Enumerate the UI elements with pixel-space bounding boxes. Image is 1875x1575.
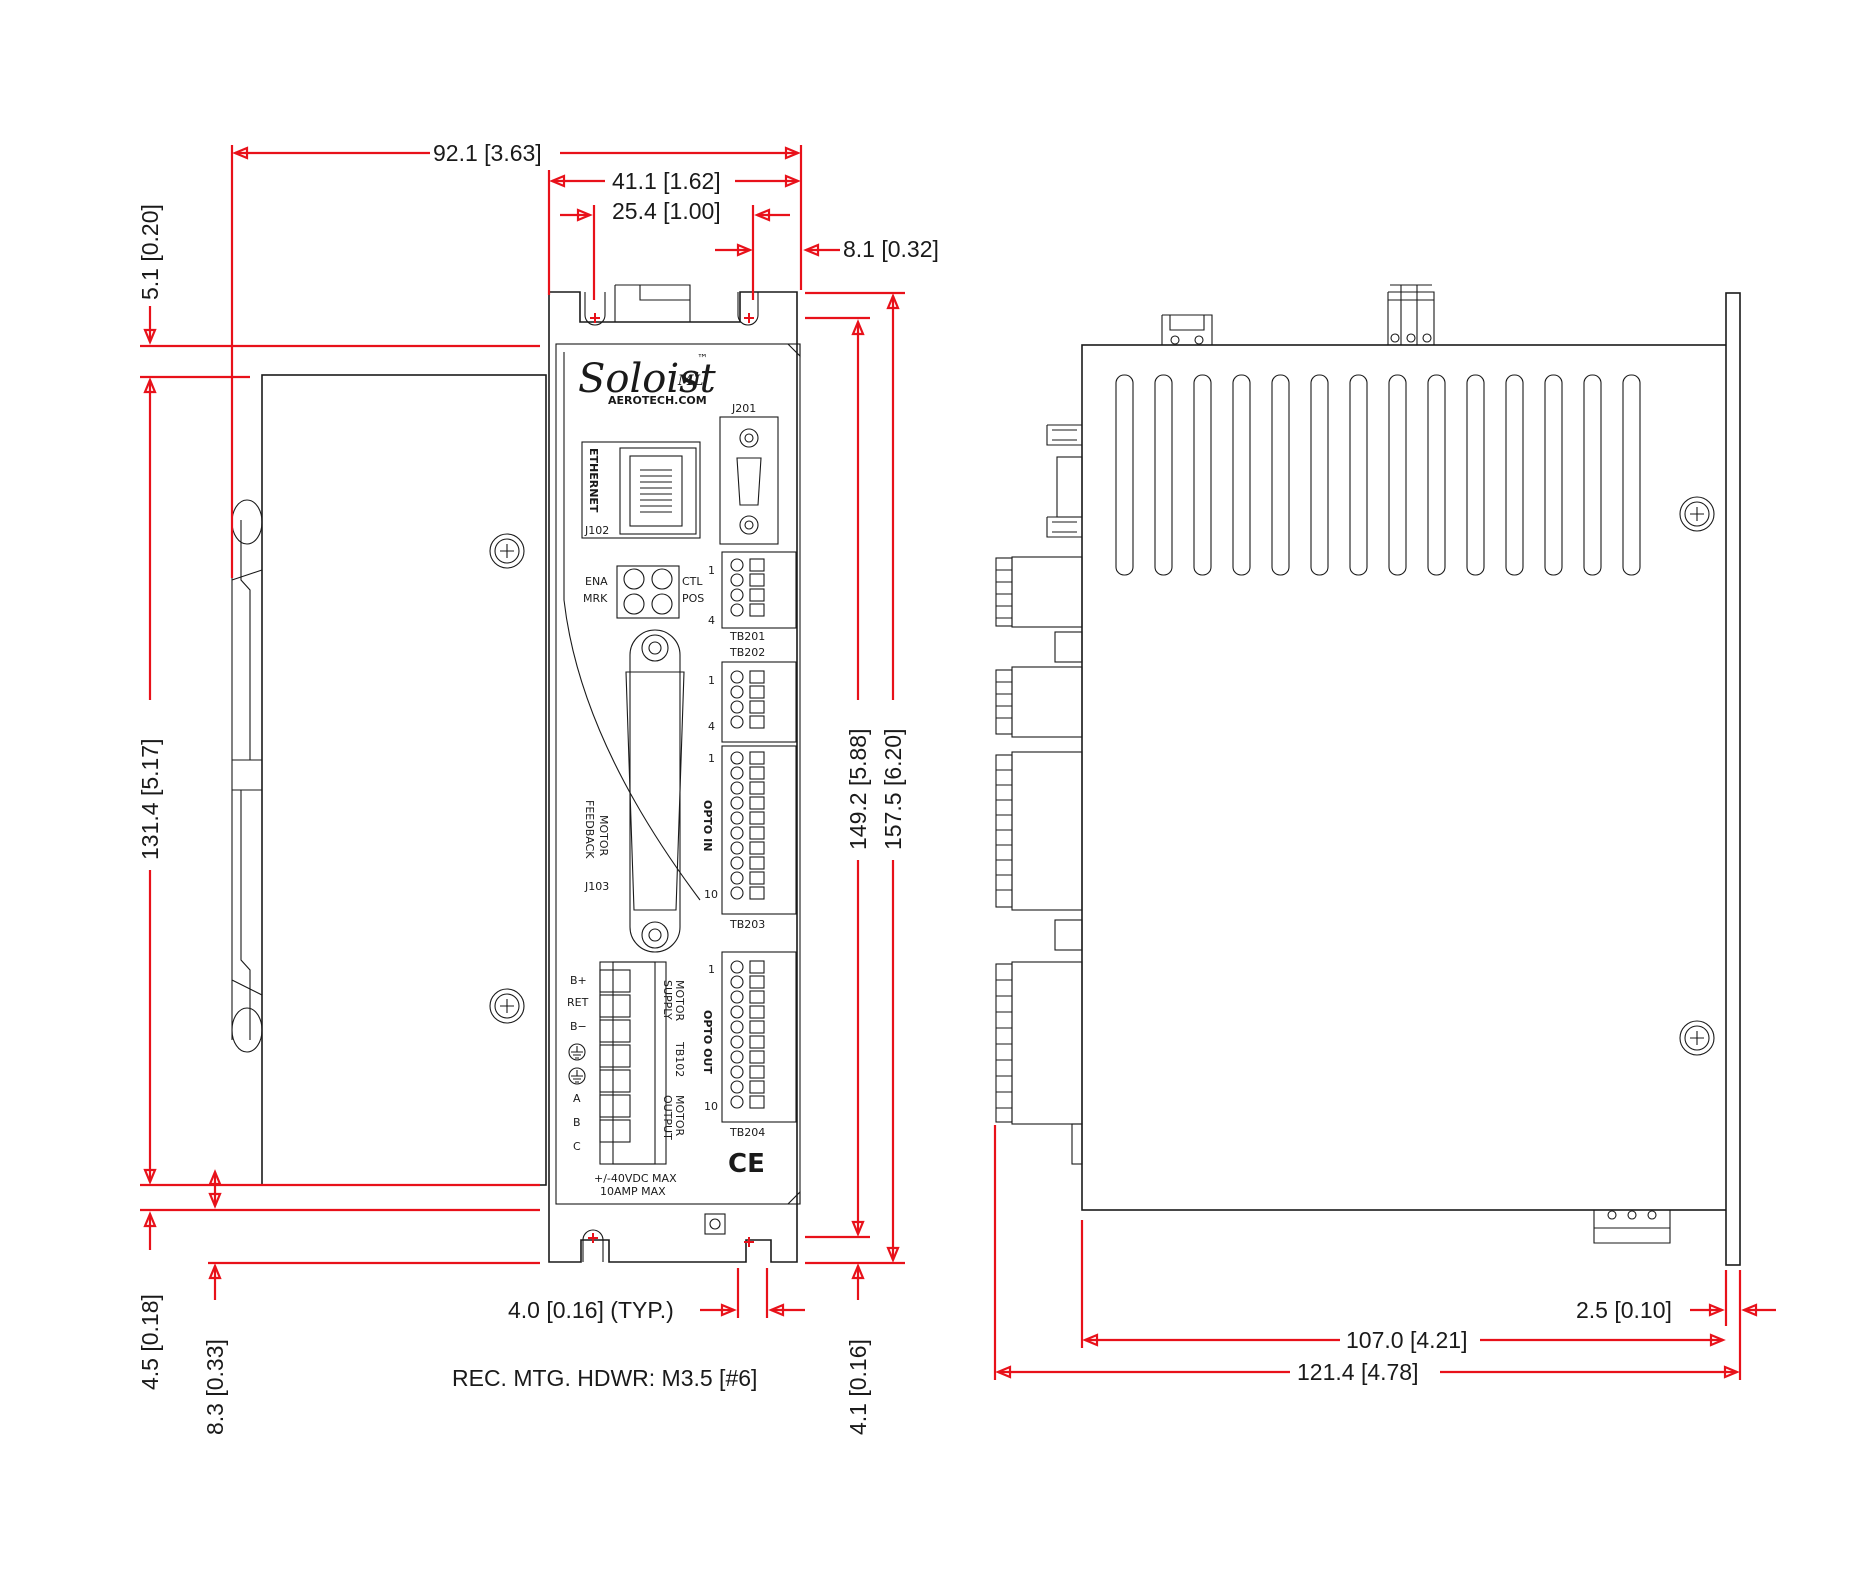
j102-label: J102 <box>584 524 609 537</box>
j103-connector: MOTOR FEEDBACK J103 <box>583 629 685 953</box>
status-led-block: ENA MRK CTL POS <box>583 565 704 619</box>
motor-supply-label-2: SUPPLY <box>661 980 674 1020</box>
mount-slot-icon <box>737 292 759 326</box>
pin-4-label: 4 <box>708 720 715 733</box>
dim-bottom-flange: 8.3 [0.33] <box>202 1339 228 1435</box>
rating-label-2: 10AMP MAX <box>600 1185 666 1198</box>
b-label: B <box>573 1116 581 1129</box>
ground-icon <box>568 1067 586 1085</box>
ena-label: ENA <box>585 575 608 588</box>
dimension-lines <box>140 145 1776 1380</box>
trademark: ™ <box>697 352 708 365</box>
dim-slot-depth: 4.1 [0.16] <box>845 1339 871 1435</box>
dim-overall-height: 157.5 [6.20] <box>880 729 906 851</box>
side-view <box>995 284 1741 1266</box>
mount-slot-icon <box>584 292 606 326</box>
tb202-terminal: TB202 1 4 <box>708 646 797 743</box>
j201-label: J201 <box>731 402 756 415</box>
brand-logo: Soloist <box>578 356 717 402</box>
pin-1-label: 1 <box>708 674 715 687</box>
j103-label: J103 <box>584 880 609 893</box>
opto-out-label: OPTO OUT <box>701 1010 714 1074</box>
mount-slot-icon <box>582 1229 604 1262</box>
dim-top-offset: 5.1 [0.20] <box>137 204 163 300</box>
dim-bottom-offset: 4.5 [0.18] <box>137 1294 163 1390</box>
dim-overall-width: 92.1 [3.63] <box>433 140 542 166</box>
dim-side-overall: 121.4 [4.78] <box>1297 1359 1419 1385</box>
ctl-label: CTL <box>682 575 703 588</box>
screw-icon <box>1679 496 1715 532</box>
tb201-terminal: 1 4 TB201 <box>708 551 797 643</box>
ethernet-label: ETHERNET <box>587 448 600 513</box>
dim-hole-spacing: 25.4 [1.00] <box>612 198 721 224</box>
dim-hole-to-hole: 149.2 [5.88] <box>845 729 871 851</box>
dim-flange-thickness: 2.5 [0.10] <box>1576 1297 1672 1323</box>
dim-edge-offset: 8.1 [0.32] <box>843 236 939 262</box>
hardware-note: REC. MTG. HDWR: M3.5 [#6] <box>452 1365 757 1391</box>
dim-side-depth: 107.0 [4.21] <box>1346 1327 1468 1353</box>
pin-10-label: 10 <box>704 888 718 901</box>
brand-suffix: ML <box>677 373 703 389</box>
tb202-label: TB202 <box>729 646 765 659</box>
motor-output-label-2: OUTPUT <box>661 1095 674 1140</box>
ret-label: RET <box>567 996 589 1009</box>
front-side-profile <box>231 374 547 1186</box>
motor-output-label-1: MOTOR <box>673 1095 686 1137</box>
dim-mount-width: 41.1 [1.62] <box>612 168 721 194</box>
pin-1-label: 1 <box>708 752 715 765</box>
tb203-label: TB203 <box>729 918 765 931</box>
tb204-label: TB204 <box>729 1126 765 1139</box>
opto-in-label: OPTO IN <box>701 800 714 851</box>
dim-body-height: 131.4 [5.17] <box>137 739 163 861</box>
pin-1-label: 1 <box>708 963 715 976</box>
dim-slot-width: 4.0 [0.16] (TYP.) <box>508 1297 674 1323</box>
rating-label-1: +/-40VDC MAX <box>594 1172 677 1185</box>
tb203-terminal: 1 10 OPTO IN TB203 <box>701 745 797 931</box>
a-label: A <box>573 1092 581 1105</box>
pin-10-label: 10 <box>704 1100 718 1113</box>
motor-feedback-label-1: MOTOR <box>597 815 610 857</box>
tb204-terminal: 1 10 OPTO OUT TB204 <box>701 951 797 1139</box>
tb102-terminal: B+ RET B− A B C MOTOR SUPPLY TB102 MOTOR… <box>567 961 686 1198</box>
dimension-labels: 92.1 [3.63] 41.1 [1.62] 25.4 [1.00] 8.1 … <box>137 140 1672 1435</box>
motor-feedback-label-2: FEEDBACK <box>583 800 596 859</box>
j201-connector: J201 <box>719 402 779 545</box>
front-panel: Soloist ML ™ AEROTECH.COM ETHERNET J102 … <box>548 284 801 1263</box>
ce-mark: CE <box>728 1149 765 1179</box>
screw-icon <box>489 533 525 569</box>
c-label: C <box>573 1140 581 1153</box>
ethernet-port: ETHERNET J102 <box>581 441 701 539</box>
tb201-label: TB201 <box>729 630 765 643</box>
website-label: AEROTECH.COM <box>608 394 707 407</box>
b-plus-label: B+ <box>570 974 587 987</box>
motor-supply-label-1: MOTOR <box>673 980 686 1022</box>
pos-label: POS <box>682 592 704 605</box>
ground-icon <box>568 1043 586 1061</box>
mrk-label: MRK <box>583 592 608 605</box>
pin-4-label: 4 <box>708 614 715 627</box>
screw-icon <box>489 988 525 1024</box>
b-minus-label: B− <box>570 1020 587 1033</box>
pin-1-label: 1 <box>708 564 715 577</box>
screw-icon <box>1679 1020 1715 1056</box>
tb102-label: TB102 <box>673 1041 686 1077</box>
